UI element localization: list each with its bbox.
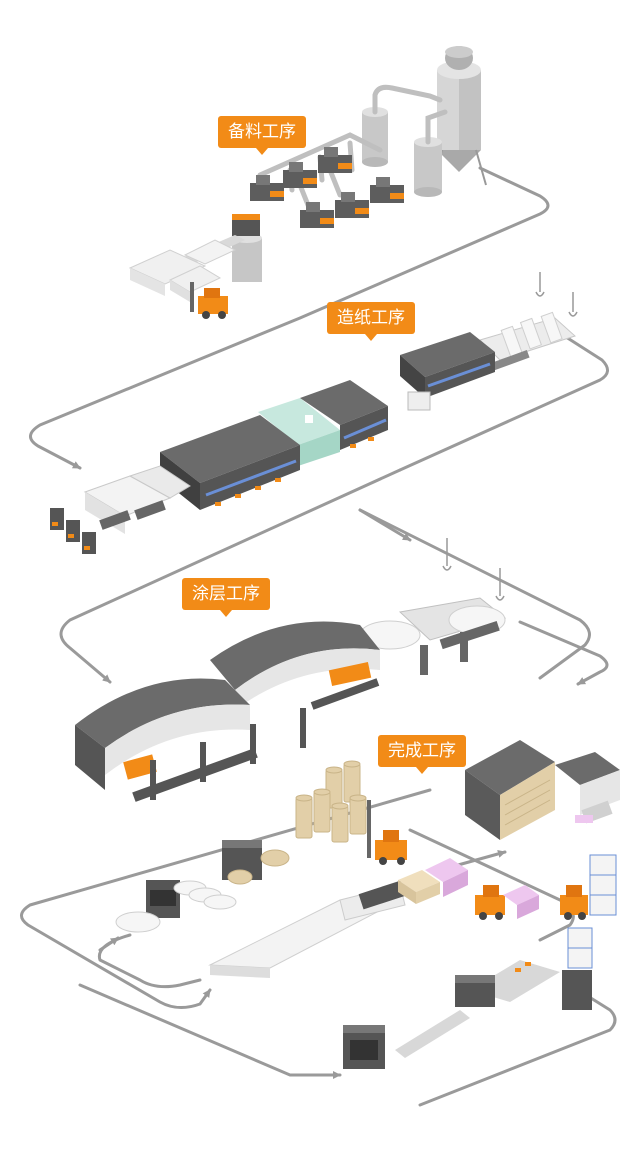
flow-path-stage2-right (398, 328, 609, 472)
crane-hooks-stage2 (535, 272, 578, 317)
callout-label: 造纸工序 (337, 308, 405, 328)
callout-stage-coating[interactable]: 涂层工序 (182, 578, 270, 617)
forklift-pink-goods (475, 885, 539, 920)
forklift-stage1 (190, 282, 228, 319)
stage4-finishing-area (115, 740, 620, 1069)
callout-label: 涂层工序 (192, 584, 260, 604)
crane-hooks-stage3 (442, 538, 505, 601)
pulper-vat (232, 214, 262, 282)
glass-section (258, 398, 340, 466)
stage3-coating-line (75, 538, 507, 802)
forklift-blue-goods (560, 854, 617, 920)
dryer-hood-main (160, 380, 388, 510)
flow-path-stage2-left (59, 468, 402, 684)
flow-path-stage4-bottom (78, 983, 342, 1079)
coating-oven-left (75, 678, 306, 802)
unwind-stand (359, 597, 507, 675)
bale-conveyor (128, 235, 245, 302)
flow-path-stage3-side (518, 620, 609, 686)
flow-path-stage4-a (98, 936, 120, 952)
finished-white-rolls (115, 880, 237, 933)
coating-oven-right (210, 621, 380, 710)
flow-path-stage4-right (418, 983, 617, 1107)
flow-path-stage4-left (97, 933, 202, 989)
headbox-tanks (50, 508, 96, 554)
forklift-stage4 (367, 800, 407, 865)
stacked-packs (567, 927, 593, 969)
flow-path-stage1 (29, 166, 550, 470)
pump-units (250, 147, 404, 228)
warehouse (465, 740, 620, 840)
paper-core-stacks (295, 760, 367, 843)
dryer-hood-right (400, 332, 495, 411)
callout-stage-papermaking[interactable]: 造纸工序 (327, 302, 415, 341)
wet-end-press (83, 465, 191, 534)
callout-stage-material-prep[interactable]: 备料工序 (218, 116, 306, 155)
callout-label: 备料工序 (228, 122, 296, 142)
stage2-papermaking-machine (50, 272, 578, 554)
flow-path-stage3-right (358, 508, 591, 680)
packing-line (343, 960, 592, 1069)
flow-path-stage3-down (20, 788, 432, 1009)
callout-stage-finishing[interactable]: 完成工序 (378, 735, 466, 774)
stage1-raw-material-equipment (128, 46, 487, 319)
callout-label: 完成工序 (388, 741, 456, 761)
sheeter-platform (208, 880, 406, 978)
cardboard-boxes (398, 858, 468, 904)
